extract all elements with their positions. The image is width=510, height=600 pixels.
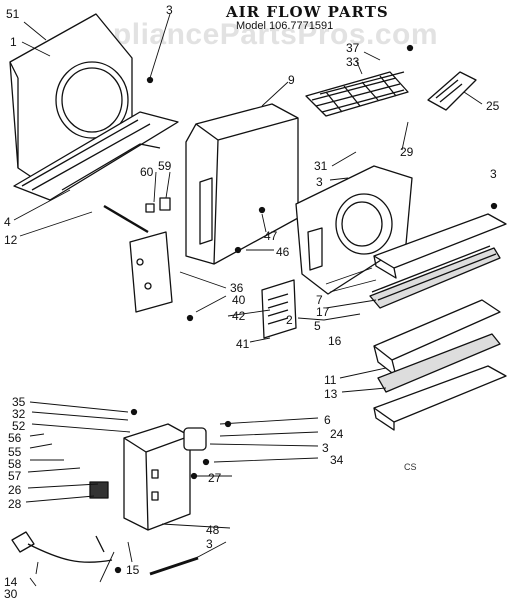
callout: 5 xyxy=(314,319,321,333)
corner-mark: CS xyxy=(404,462,417,472)
callout: 40 xyxy=(232,293,246,307)
callout: 30 xyxy=(4,587,18,600)
filter-lower-part xyxy=(377,333,501,393)
base-tray-part xyxy=(13,111,179,234)
rod-part xyxy=(149,556,199,576)
callout: 2 xyxy=(286,313,293,327)
callout: 60 xyxy=(140,165,154,179)
callout: 32 xyxy=(12,407,26,421)
callout: 24 xyxy=(330,427,344,441)
leader-lines xyxy=(13,13,483,587)
callout: 31 xyxy=(314,159,328,173)
vent-block-part xyxy=(261,279,297,339)
callout: 47 xyxy=(264,229,278,243)
switch-part xyxy=(89,481,109,499)
callout: 9 xyxy=(288,73,295,87)
callout: 3 xyxy=(316,175,323,189)
callout: 17 xyxy=(316,305,330,319)
callout: 46 xyxy=(276,245,290,259)
callout: 36 xyxy=(230,281,244,295)
callout: 57 xyxy=(8,469,22,483)
bracket-panel-part xyxy=(145,103,299,265)
callout: 35 xyxy=(12,395,26,409)
callout: 13 xyxy=(324,387,338,401)
page-title: AIR FLOW PARTS xyxy=(226,3,389,21)
louver-lower-part xyxy=(373,299,501,377)
callout: 55 xyxy=(8,445,22,459)
callout: 1 xyxy=(10,35,17,49)
callout: 3 xyxy=(490,167,497,181)
callout: 28 xyxy=(8,497,22,511)
control-box-part xyxy=(123,423,191,531)
control-block-part xyxy=(427,71,477,111)
callout: 4 xyxy=(4,215,11,229)
screw-marks xyxy=(114,44,498,574)
capacitor-part xyxy=(183,427,207,451)
callout: 52 xyxy=(12,419,26,433)
callout: 33 xyxy=(346,55,360,69)
model-number: Model 106.7771591 xyxy=(236,20,334,32)
callout: 15 xyxy=(126,563,140,577)
power-cord-part xyxy=(11,531,113,563)
filter-part xyxy=(369,245,501,309)
callout: 12 xyxy=(4,233,18,247)
callout: 3 xyxy=(322,441,329,455)
callout: 58 xyxy=(8,457,22,471)
callout: 27 xyxy=(208,471,222,485)
callout: 48 xyxy=(206,523,220,537)
callout: 42 xyxy=(232,309,246,323)
callout: 59 xyxy=(158,159,172,173)
callout: 3 xyxy=(166,3,173,17)
callout: 34 xyxy=(330,453,344,467)
callout: 6 xyxy=(324,413,331,427)
callout: 37 xyxy=(346,41,360,55)
grille-part xyxy=(305,71,409,117)
callout: 25 xyxy=(486,99,500,113)
callout: 7 xyxy=(316,293,323,307)
callout: 26 xyxy=(8,483,22,497)
callout-labels: 51 1 3 4 12 9 60 59 37 33 25 29 31 3 3 4… xyxy=(4,3,500,600)
callout: 11 xyxy=(324,373,337,387)
callout: 29 xyxy=(400,145,414,159)
drip-tray-part xyxy=(373,365,507,431)
callout: 51 xyxy=(6,7,20,21)
control-plate-part xyxy=(129,231,173,313)
fan-shroud-part xyxy=(295,165,413,295)
callout: 3 xyxy=(206,537,213,551)
callout: 16 xyxy=(328,334,342,348)
louver-top-part xyxy=(373,213,507,279)
callout: 14 xyxy=(4,575,18,589)
callout: 41 xyxy=(236,337,250,351)
callout: 56 xyxy=(8,431,22,445)
